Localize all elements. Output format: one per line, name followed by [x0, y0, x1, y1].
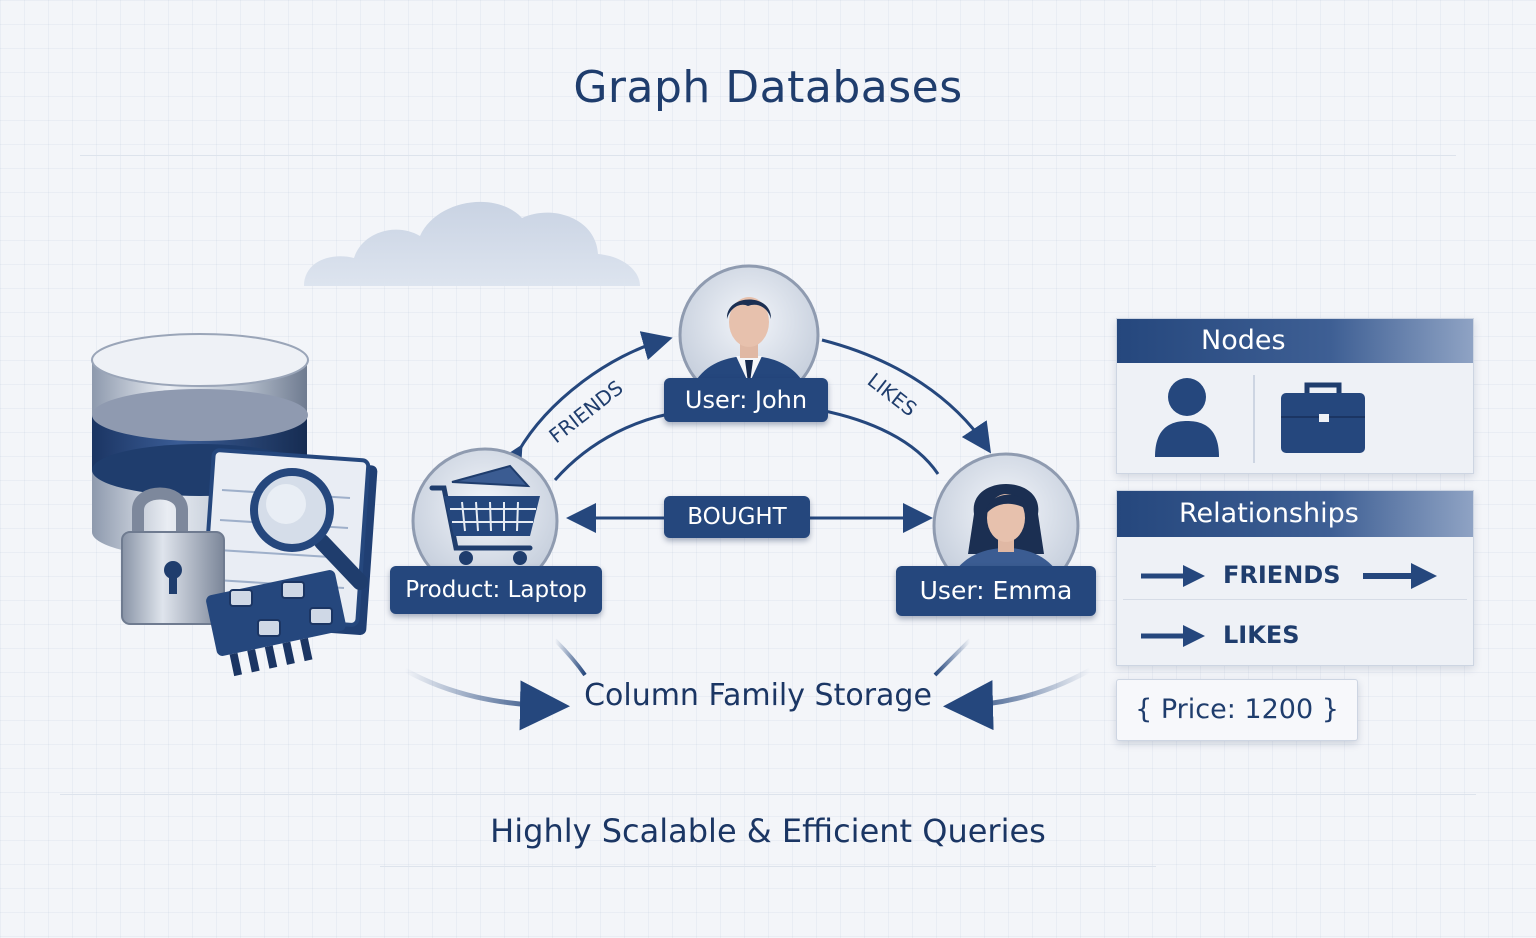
storage-label: Column Family Storage	[584, 678, 932, 713]
likes-edge	[821, 338, 992, 454]
bought-edge-label: BOUGHT	[664, 496, 810, 538]
nodes-panel-title: Nodes	[1117, 319, 1473, 363]
storage-arrow-right-top	[933, 638, 972, 677]
friends-edge	[494, 331, 673, 478]
likes-edge-inner	[819, 408, 940, 475]
relationships-divider	[1123, 599, 1467, 600]
lock-icon	[121, 487, 225, 625]
page-title: Graph Databases	[573, 62, 963, 113]
relationships-panel: Relationships FRIENDS LIKES	[1116, 490, 1474, 666]
nodes-panel: Nodes	[1116, 318, 1474, 474]
cloud-icon	[304, 201, 640, 286]
john-label: User: John	[664, 378, 828, 422]
nodes-panel-divider	[1253, 375, 1255, 463]
arrow-right-icon	[1141, 565, 1205, 587]
friends-edge-label: FRIENDS	[544, 375, 627, 447]
briefcase-icon	[1281, 382, 1365, 453]
arrow-right-icon	[1141, 625, 1205, 647]
bottom-divider	[380, 866, 1156, 867]
relationship-likes: LIKES	[1223, 621, 1300, 649]
shopping-cart-icon	[429, 464, 540, 565]
storage-arrow-left	[403, 667, 570, 731]
property-box: { Price: 1200 }	[1116, 679, 1358, 741]
chip-icon	[206, 570, 346, 677]
emma-label: User: Emma	[896, 566, 1096, 616]
laptop-label: Product: Laptop	[390, 566, 602, 614]
magnifier-icon	[250, 468, 368, 590]
storage-arrow-left-top	[553, 638, 587, 677]
person-icon	[1155, 378, 1219, 457]
bottom-divider-top	[60, 794, 1476, 795]
database-illustration	[91, 333, 378, 677]
relationships-panel-title: Relationships	[1117, 491, 1473, 537]
footer-tagline: Highly Scalable & Efficient Queries	[490, 812, 1046, 850]
storage-arrow-right	[943, 667, 1092, 731]
relationship-friends: FRIENDS	[1223, 561, 1341, 589]
top-divider	[80, 155, 1456, 156]
arrow-right-icon	[1363, 563, 1437, 589]
